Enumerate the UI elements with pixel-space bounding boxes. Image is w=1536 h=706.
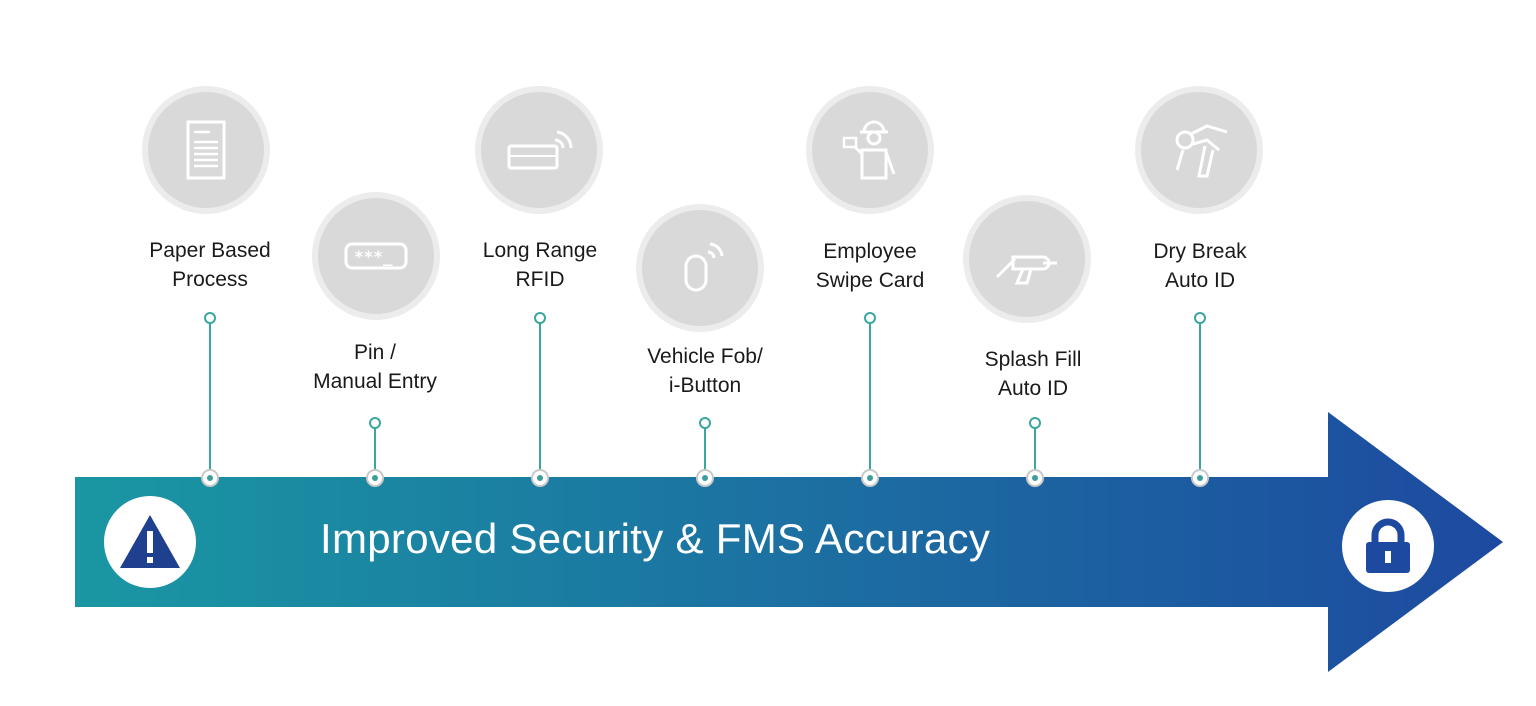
timeline-node — [861, 469, 879, 487]
dry-break-nozzle-icon — [1175, 124, 1228, 178]
milestone-label: Dry Break Auto ID — [1153, 240, 1247, 292]
fuel-nozzle-icon — [995, 255, 1057, 285]
timeline-node — [696, 469, 714, 487]
fob-icon-circle — [636, 204, 764, 332]
timeline-node — [531, 469, 549, 487]
milestone-label: Vehicle Fob/ i-Button — [647, 345, 763, 397]
milestone-label: Pin / Manual Entry — [313, 341, 437, 393]
connector-line — [1199, 323, 1201, 471]
lock-badge — [1342, 500, 1434, 592]
rfid-reader-icon — [507, 130, 573, 170]
connector-line — [374, 428, 376, 471]
milestone-label: Paper Based Process — [149, 239, 271, 291]
dry-break-icon-circle — [1135, 86, 1263, 214]
milestone-label: Employee Swipe Card — [815, 240, 925, 292]
timeline-node — [201, 469, 219, 487]
paper-icon-circle — [142, 86, 270, 214]
pin-keypad-icon: ***_ — [344, 242, 408, 270]
splash-fill-icon-circle — [963, 195, 1091, 323]
timeline-node — [1191, 469, 1209, 487]
timeline-node — [1026, 469, 1044, 487]
timeline-node — [366, 469, 384, 487]
connector-line — [209, 323, 211, 471]
paper-document-icon — [186, 120, 226, 180]
employee-card-icon — [842, 120, 896, 180]
warning-icon — [120, 515, 180, 568]
arrow-title: Improved Security & FMS Accuracy — [320, 515, 991, 562]
pin-icon-circle: ***_ — [312, 192, 440, 320]
connector-line — [869, 323, 871, 471]
milestone-label: Long Range RFID — [482, 239, 598, 291]
key-fob-icon — [684, 242, 724, 292]
employee-icon-circle — [806, 86, 934, 214]
milestone-label: Splash Fill Auto ID — [984, 348, 1082, 400]
connector-line — [1034, 428, 1036, 471]
lock-icon — [1366, 518, 1410, 573]
rfid-icon-circle — [475, 86, 603, 214]
connector-line — [704, 428, 706, 471]
svg-text:***_: ***_ — [354, 247, 393, 266]
connector-line — [539, 323, 541, 471]
warning-badge — [104, 496, 196, 588]
